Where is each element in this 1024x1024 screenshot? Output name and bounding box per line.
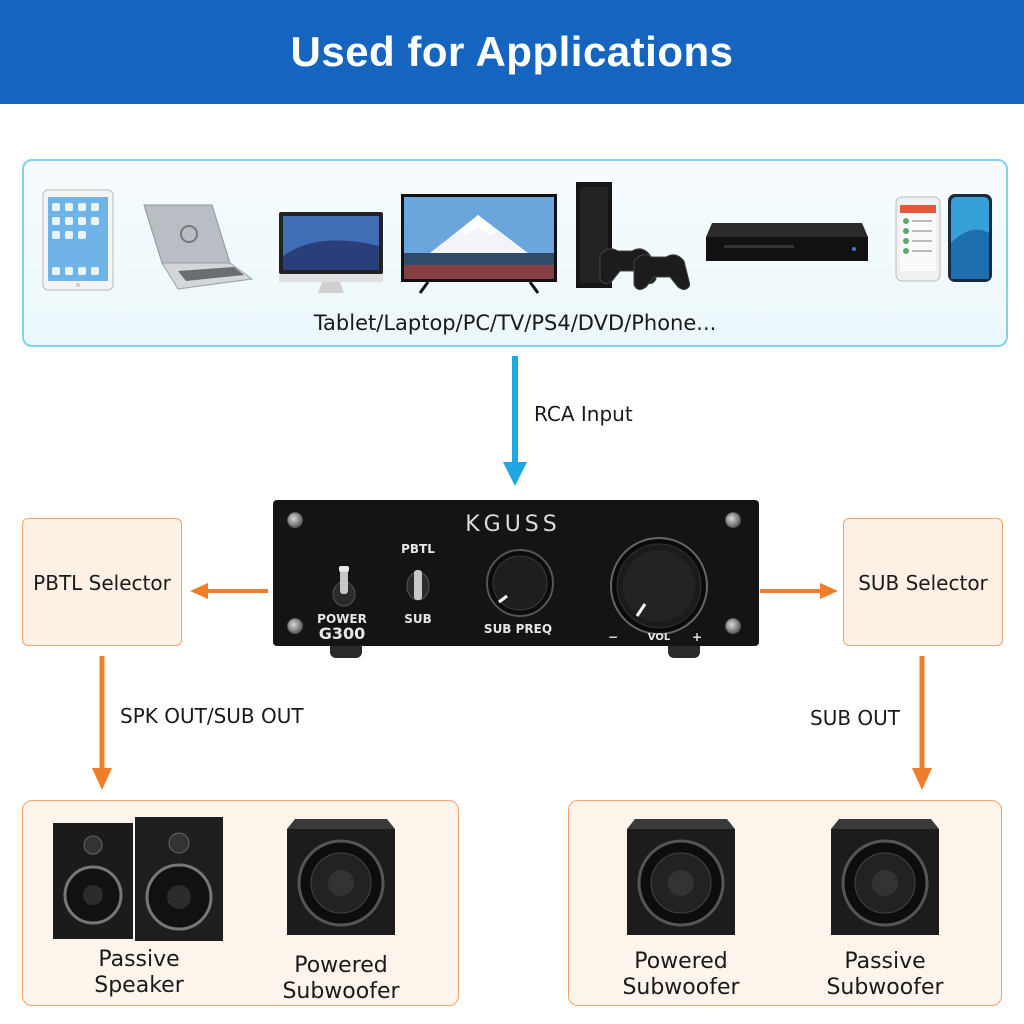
header-banner: Used for Applications — [0, 0, 1024, 104]
phone-icon — [895, 194, 992, 282]
device-caption-line2: Subwoofer — [826, 975, 944, 1000]
sub-selector-label: SUB Selector — [858, 571, 988, 595]
tv-icon — [401, 194, 557, 294]
rca-input-label: RCA Input — [534, 402, 633, 426]
sub-selector-arrowhead — [820, 583, 838, 599]
source-devices-panel: Tablet/Laptop/PC/TV/PS4/DVD/Phone... — [22, 159, 1008, 347]
passive-subwoofer-icon — [831, 819, 939, 935]
pbtl-sub-switch-icon[interactable] — [405, 564, 431, 608]
dvd-icon — [706, 223, 868, 261]
tablet-icon — [42, 189, 114, 291]
screw-icon — [287, 512, 303, 528]
rca-input-arrowhead — [503, 462, 527, 486]
device-caption-line1: Passive — [98, 947, 180, 972]
powered-subwoofer-icon — [627, 819, 735, 935]
device-caption: Powered Subwoofer — [601, 949, 761, 1001]
device-caption-line2: Speaker — [94, 973, 184, 998]
screw-icon — [725, 512, 741, 528]
device-caption: Passive Speaker — [59, 947, 219, 999]
source-devices-caption: Tablet/Laptop/PC/TV/PS4/DVD/Phone... — [313, 311, 717, 335]
amp-brand: KGUSS — [465, 512, 561, 537]
sub-out-arrowhead — [912, 768, 932, 790]
power-switch-icon[interactable] — [331, 564, 357, 608]
device-caption: Passive Subwoofer — [805, 949, 965, 1001]
pbtl-selector-box: PBTL Selector — [22, 518, 182, 646]
amp-foot-left — [330, 646, 362, 658]
right-output-box: Powered Subwoofer Passive Subwoofer — [568, 800, 1002, 1006]
model-label: G300 — [318, 624, 366, 643]
screw-icon — [287, 618, 303, 634]
device-caption-line1: Powered — [294, 953, 388, 978]
device-caption-line2: Subwoofer — [282, 979, 400, 1004]
pbtl-selector-label: PBTL Selector — [33, 571, 171, 595]
laptop-icon — [143, 204, 254, 290]
amplifier-front-panel: KGUSS POWER G300 PBTL SUB SUB PREQ − VOL… — [273, 500, 759, 646]
volume-plus-label: + — [691, 630, 703, 644]
pc-icon — [279, 212, 383, 293]
powered-subwoofer-icon — [287, 819, 395, 935]
device-caption-line1: Powered — [634, 949, 728, 974]
sub-selector-box: SUB Selector — [843, 518, 1003, 646]
sub-switch-label: SUB — [404, 612, 432, 626]
page-title: Used for Applications — [290, 28, 734, 75]
volume-label: VOL — [647, 632, 671, 643]
amp-foot-right — [668, 646, 700, 658]
device-caption-line2: Subwoofer — [622, 975, 740, 1000]
spk-out-label: SPK OUT/SUB OUT — [120, 704, 304, 728]
left-output-box: Passive Speaker Powered Subwoofer — [22, 800, 459, 1006]
ps4-icon — [576, 182, 690, 291]
sub-out-label: SUB OUT — [810, 706, 901, 730]
volume-minus-label: − — [607, 630, 619, 644]
device-caption: Powered Subwoofer — [261, 953, 421, 1005]
pbtl-switch-label: PBTL — [401, 542, 435, 556]
sub-freq-knob-icon[interactable] — [485, 548, 555, 618]
pbtl-selector-arrowhead — [190, 583, 208, 599]
spk-out-arrowhead — [92, 768, 112, 790]
sub-freq-label: SUB PREQ — [483, 622, 553, 636]
power-label: POWER — [317, 612, 367, 626]
device-caption-line1: Passive — [844, 949, 926, 974]
screw-icon — [725, 618, 741, 634]
volume-knob-icon[interactable] — [609, 536, 709, 636]
passive-speaker-icon — [53, 817, 223, 941]
